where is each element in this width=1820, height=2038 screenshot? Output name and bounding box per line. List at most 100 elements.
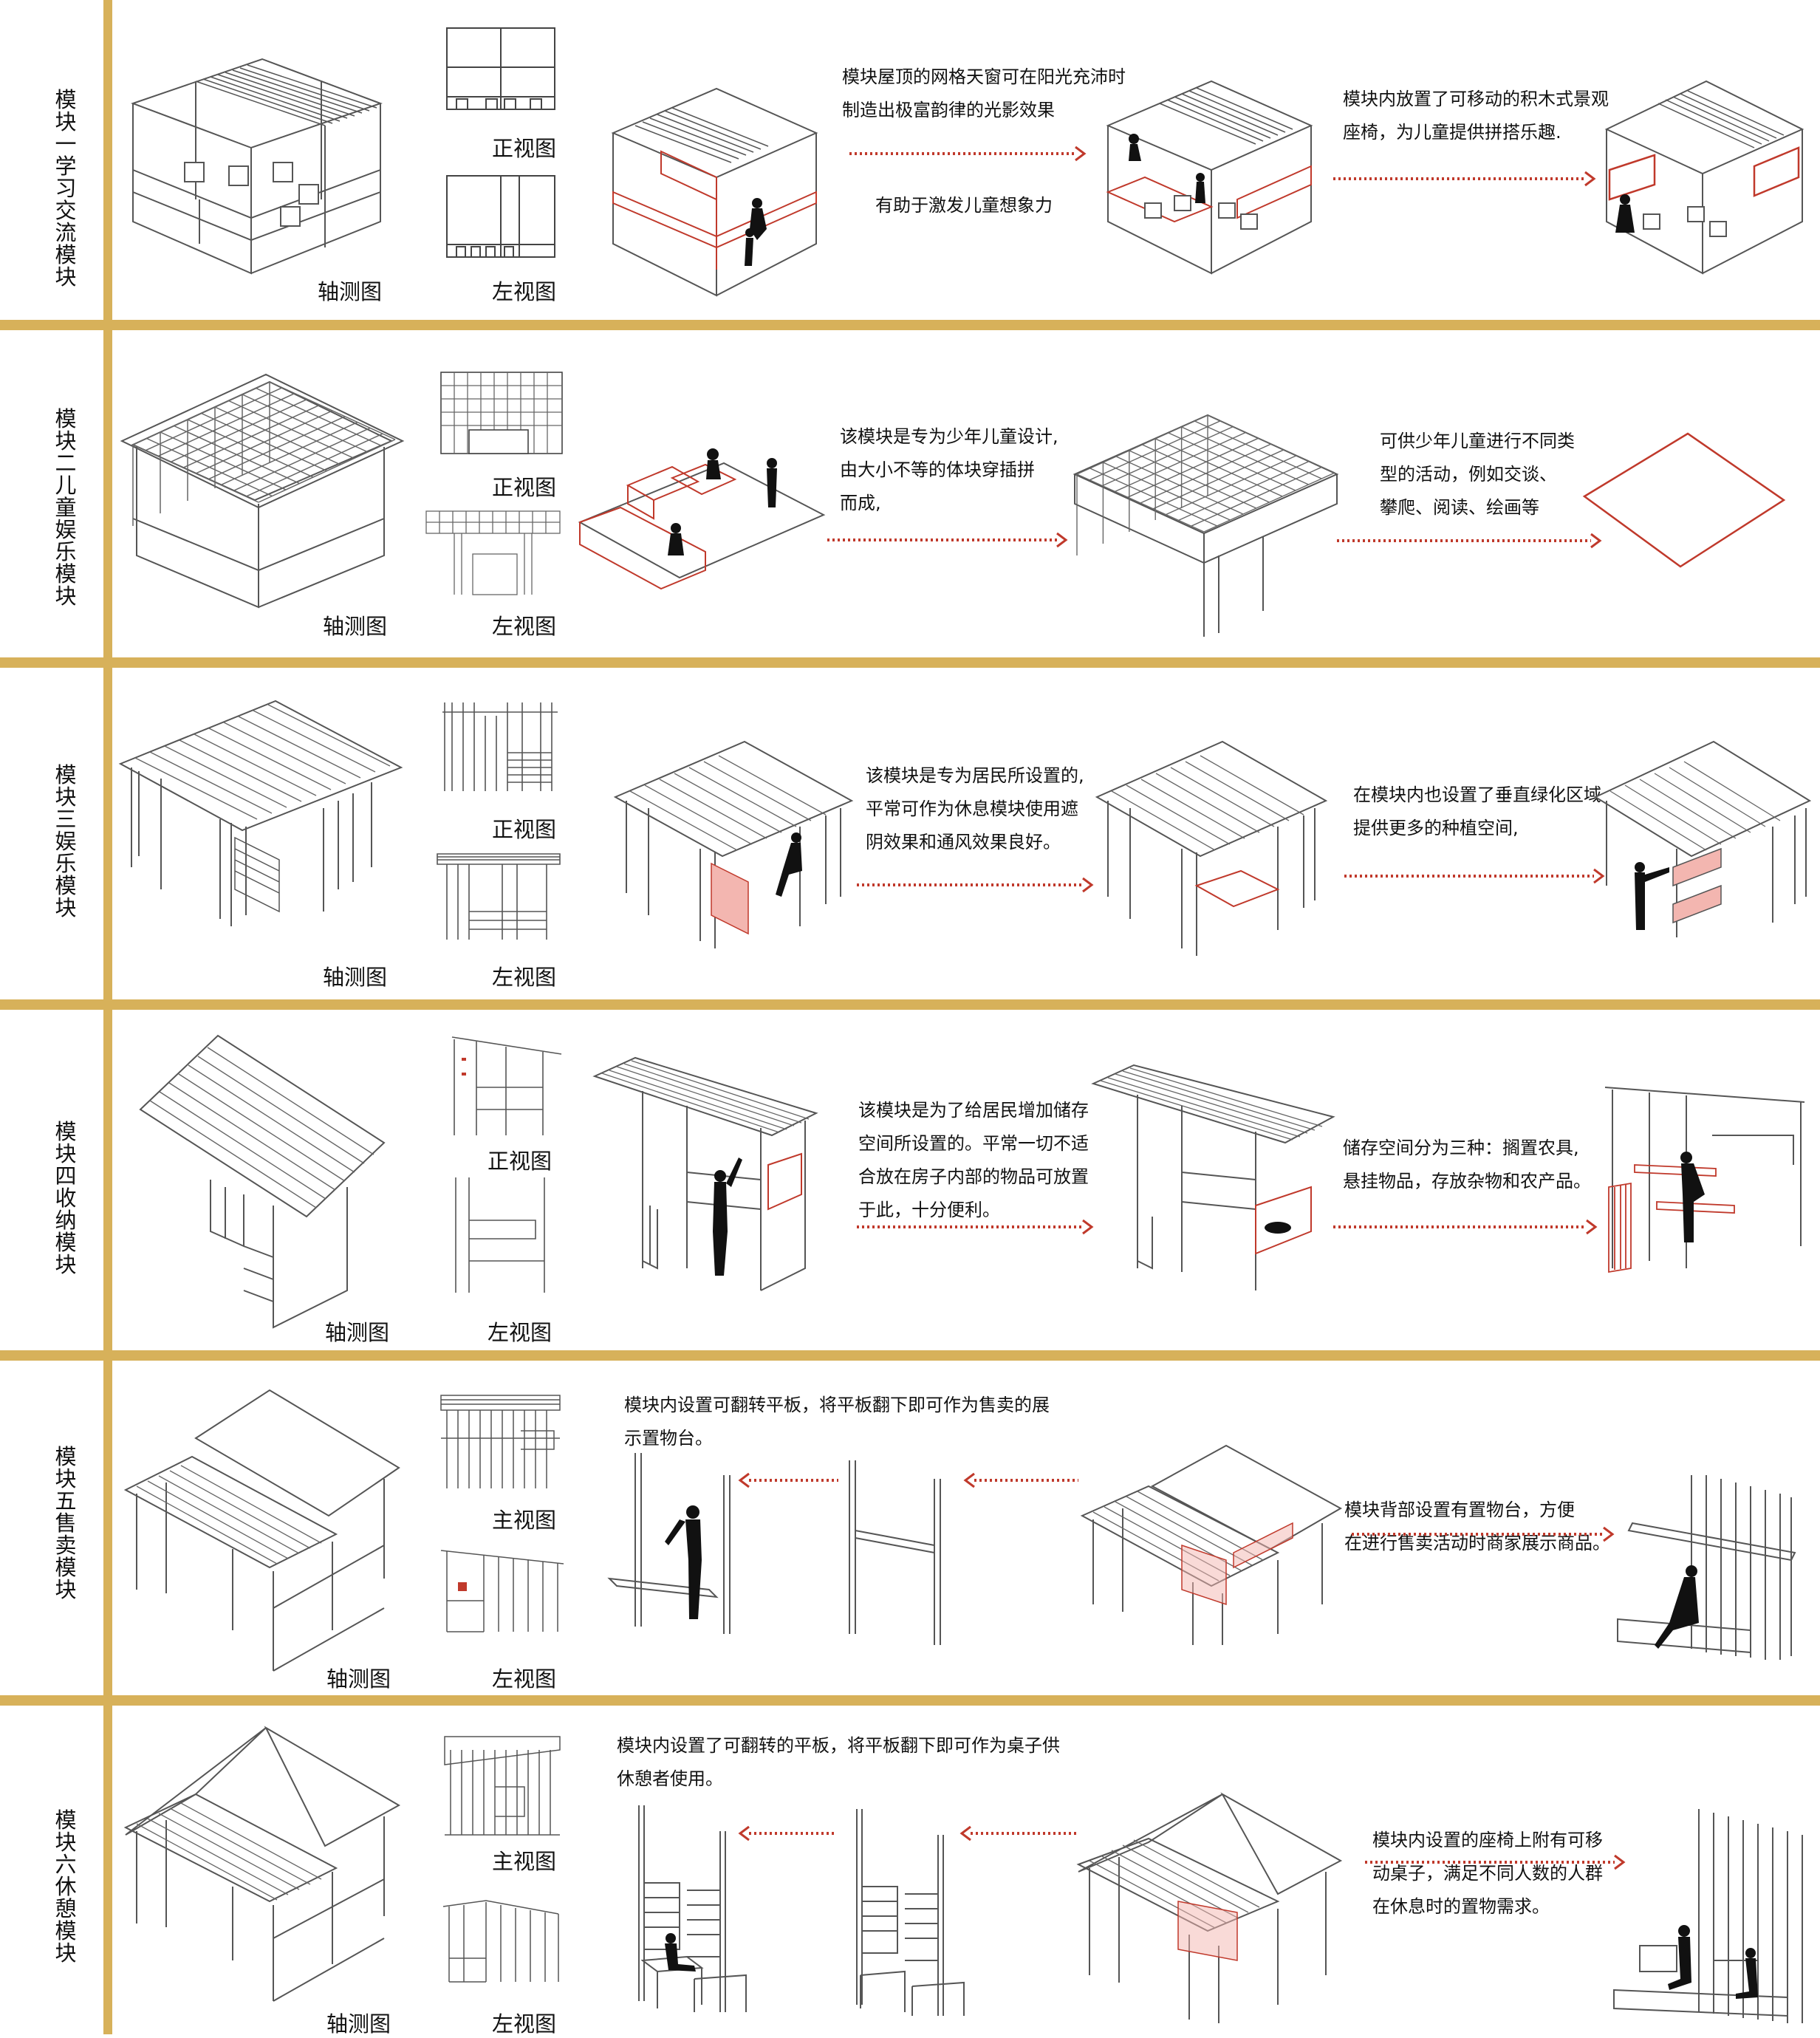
module-2-axon-drawing bbox=[120, 373, 405, 609]
module-2-diagram-a bbox=[578, 448, 826, 590]
arrow-right-6 bbox=[1365, 1853, 1626, 1871]
module-5-axon-label: 轴测图 bbox=[326, 1666, 391, 1692]
module-5-diagram-c bbox=[1080, 1444, 1343, 1645]
module-4-title: 模块四收纳模块 bbox=[55, 1119, 77, 1277]
arrow-right-2a bbox=[827, 531, 1068, 549]
module-5-text-1: 模块内设置可翻转平板，将平板翻下即可作为售卖的展示置物台。 bbox=[624, 1395, 1050, 1449]
module-1-left-view bbox=[446, 175, 555, 258]
module-3-diagram-b bbox=[1095, 740, 1328, 956]
arrow-left-6b bbox=[959, 1825, 1078, 1842]
module-2-diagram-b bbox=[1072, 414, 1339, 637]
module-2-diagram-c bbox=[1582, 432, 1786, 568]
module-2-title: 模块二儿童娱乐模块 bbox=[55, 406, 77, 609]
module-5-axon-drawing bbox=[123, 1389, 400, 1672]
module-2-text-1: 该模块是专为少年儿童设计,由大小不等的体块穿插拼而成, bbox=[840, 426, 1058, 513]
module-6-main-view bbox=[444, 1736, 561, 1836]
module-1-front-view bbox=[446, 27, 555, 110]
module-1-axon-label: 轴测图 bbox=[318, 279, 383, 304]
arrow-right-5 bbox=[1352, 1525, 1615, 1543]
row-divider-3 bbox=[0, 999, 1820, 1010]
arrow-left-5b bbox=[963, 1471, 1078, 1489]
module-1-diagram-a bbox=[611, 87, 818, 297]
module-5-main-view bbox=[440, 1395, 561, 1488]
module-6-text-1: 模块内设置了可翻转的平板，将平板翻下即可作为桌子供休憩者使用。 bbox=[617, 1735, 1060, 1789]
module-6-axon-drawing bbox=[123, 1726, 401, 2002]
module-1-title: 模块一学习交流模块 bbox=[55, 87, 77, 290]
arrow-right-3b bbox=[1344, 867, 1605, 885]
module-5-diagram-b bbox=[849, 1460, 941, 1645]
module-1-diagram-b bbox=[1106, 80, 1313, 275]
module-4-axon-drawing bbox=[139, 1034, 386, 1329]
module-4-text-1: 该模块是为了给居民增加储存空间所设置的。平常一切不适合放在房子内部的物品可放置于… bbox=[858, 1100, 1089, 1220]
module-1-text-1: 模块屋顶的网格天窗可在阳光充沛时制造出极富韵律的光影效果 bbox=[842, 66, 1126, 120]
module-6-axon-label: 轴测图 bbox=[326, 2011, 391, 2037]
module-6-diagram-d bbox=[1613, 1809, 1803, 2023]
arrow-left-6a bbox=[738, 1825, 835, 1842]
module-4-front-label: 正视图 bbox=[488, 1149, 552, 1174]
arrow-right-2b bbox=[1337, 532, 1602, 550]
module-3-row: 模块三娱乐模块 正视图 轴测图 左视图 该模块是专为居民所设置的,平常可作为休息… bbox=[0, 668, 1820, 999]
module-6-diagram-c bbox=[1076, 1792, 1343, 2023]
module-3-front-label: 正视图 bbox=[492, 817, 557, 842]
module-2-text-2: 可供少年儿童进行不同类型的活动，例如交谈、攀爬、阅读、绘画等 bbox=[1380, 431, 1575, 518]
module-6-title: 模块六休憩模块 bbox=[55, 1808, 77, 1966]
arrow-right-4a bbox=[857, 1218, 1094, 1236]
module-6-main-label: 主视图 bbox=[492, 1849, 557, 1874]
module-2-left-view bbox=[425, 510, 561, 595]
module-4-diagram-c bbox=[1604, 1087, 1805, 1273]
module-6-diagram-b bbox=[856, 1809, 965, 2016]
module-2-axon-label: 轴测图 bbox=[323, 614, 388, 639]
module-4-axon-label: 轴测图 bbox=[325, 1320, 390, 1345]
module-1-left-label: 左视图 bbox=[492, 279, 557, 304]
arrow-right-3a bbox=[857, 876, 1094, 894]
arrow-left-5a bbox=[738, 1471, 838, 1489]
module-1-front-label: 正视图 bbox=[492, 136, 557, 161]
module-4-text-2: 储存空间分为三种：搁置农具,悬挂物品，存放杂物和农产品。 bbox=[1343, 1138, 1591, 1191]
module-2-left-label: 左视图 bbox=[492, 614, 557, 639]
module-4-left-view bbox=[455, 1177, 545, 1293]
module-3-text-2: 在模块内也设置了垂直绿化区域提供更多的种植空间, bbox=[1353, 784, 1601, 838]
module-3-left-label: 左视图 bbox=[492, 965, 557, 990]
module-5-left-view bbox=[440, 1550, 564, 1632]
module-1-text-2: 有助于激发儿童想象力 bbox=[875, 195, 1053, 216]
module-2-row: 模块二儿童娱乐模块 正视图 轴测图 左视图 该模块是专为少年儿童设计,由大小不等… bbox=[0, 330, 1820, 657]
module-5-text-2: 模块背部设置有置物台，方便在进行售卖活动时商家展示商品。 bbox=[1344, 1500, 1610, 1553]
module-3-title: 模块三娱乐模块 bbox=[55, 762, 77, 920]
module-1-diagram-c bbox=[1604, 80, 1804, 275]
module-5-diagram-a bbox=[607, 1453, 731, 1634]
module-6-diagram-a bbox=[638, 1805, 747, 2012]
module-1-text-3: 模块内放置了可移动的积木式景观座椅，为儿童提供拼搭乐趣. bbox=[1343, 89, 1609, 143]
module-5-diagram-d bbox=[1617, 1475, 1796, 1660]
module-3-axon-drawing bbox=[118, 700, 403, 926]
module-3-text-1: 该模块是专为居民所设置的,平常可作为休息模块使用遮阴效果和通风效果良好。 bbox=[866, 765, 1084, 852]
module-3-diagram-a bbox=[613, 740, 854, 948]
arrow-right-1b bbox=[1333, 170, 1596, 188]
module-4-diagram-b bbox=[1091, 1064, 1335, 1290]
module-1-row: 模块一学习交流模块 正视图 轴测图 左视图 模块屋顶的网格天窗可在阳光充沛时制造… bbox=[0, 0, 1820, 320]
module-4-front-view bbox=[451, 1036, 562, 1135]
module-5-row: 模块五售卖模块 主视图 轴测图 左视图 模块内设置可翻转平板，将平板翻下即可作为… bbox=[0, 1361, 1820, 1695]
row-divider-4 bbox=[0, 1350, 1820, 1361]
arrow-right-1a bbox=[849, 145, 1087, 163]
arrow-right-4b bbox=[1333, 1218, 1598, 1236]
module-3-left-view bbox=[437, 853, 561, 940]
row-divider-5 bbox=[0, 1695, 1820, 1706]
module-5-main-label: 主视图 bbox=[492, 1508, 557, 1533]
module-3-diagram-c bbox=[1593, 740, 1812, 937]
module-2-front-label: 正视图 bbox=[492, 475, 557, 500]
module-6-left-view bbox=[442, 1900, 559, 1983]
module-2-front-view bbox=[440, 372, 563, 454]
module-1-axon-drawing bbox=[131, 58, 383, 275]
module-6-row: 模块六休憩模块 主视图 轴测图 左视图 模块内设置了可翻转的平板，将平板翻下即可… bbox=[0, 1706, 1820, 2037]
module-6-text-2: 模块内设置的座椅上附有可移动桌子，满足不同人数的人群在休息时的置物需求。 bbox=[1372, 1830, 1603, 1917]
module-5-title: 模块五售卖模块 bbox=[55, 1444, 77, 1602]
module-4-row: 模块四收纳模块 正视图 轴测图 左视图 该模块是为了给居民增加储存空间所设置的。… bbox=[0, 1010, 1820, 1350]
module-5-left-label: 左视图 bbox=[492, 1666, 557, 1692]
row-divider-2 bbox=[0, 657, 1820, 668]
module-6-left-label: 左视图 bbox=[492, 2011, 557, 2037]
module-4-left-label: 左视图 bbox=[488, 1320, 552, 1345]
module-3-front-view bbox=[442, 702, 558, 791]
module-4-diagram-a bbox=[592, 1056, 818, 1291]
vertical-divider bbox=[103, 0, 112, 2034]
module-3-axon-label: 轴测图 bbox=[323, 965, 388, 990]
